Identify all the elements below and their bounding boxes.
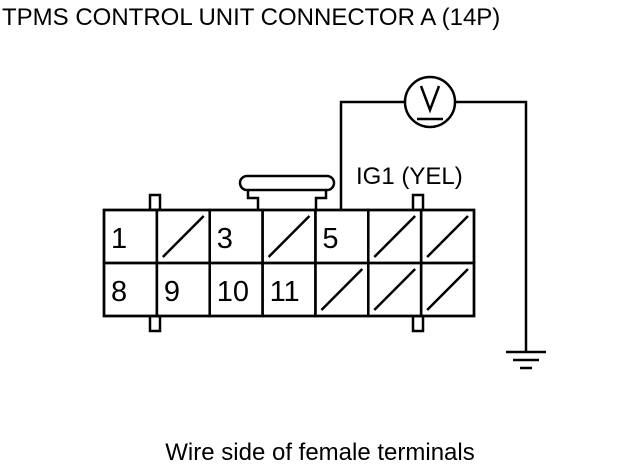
connector-cavity	[419, 261, 476, 318]
meter-wiring	[339, 100, 528, 352]
voltmeter-icon	[403, 75, 457, 129]
terminal-number: 10	[217, 276, 249, 308]
terminal-number: 11	[270, 276, 300, 308]
terminal-number: 1	[111, 223, 127, 255]
diagram-caption: Wire side of female terminals	[165, 439, 475, 466]
terminal-number: 8	[111, 276, 127, 308]
connector-lock-tab	[238, 174, 336, 192]
unused-cavity-slash	[426, 215, 469, 258]
unused-cavity-slash	[320, 268, 364, 311]
terminal-number: 9	[164, 276, 180, 308]
ground-icon	[506, 350, 546, 370]
terminal-number: 5	[322, 223, 338, 255]
unused-cavity-slash	[373, 268, 417, 311]
terminal-number: 3	[217, 223, 233, 255]
connector-cavities: 1 3 5 8 9 10 11	[102, 208, 476, 318]
unused-cavity-slash	[267, 215, 311, 258]
unused-cavity-slash	[426, 268, 469, 311]
diagram-title: TPMS CONTROL UNIT CONNECTOR A (14P)	[2, 4, 501, 31]
unused-cavity-slash	[161, 215, 205, 258]
wire-label: IG1 (YEL)	[356, 163, 463, 190]
unused-cavity-slash	[373, 215, 417, 258]
lock-tab-legs	[246, 190, 328, 210]
